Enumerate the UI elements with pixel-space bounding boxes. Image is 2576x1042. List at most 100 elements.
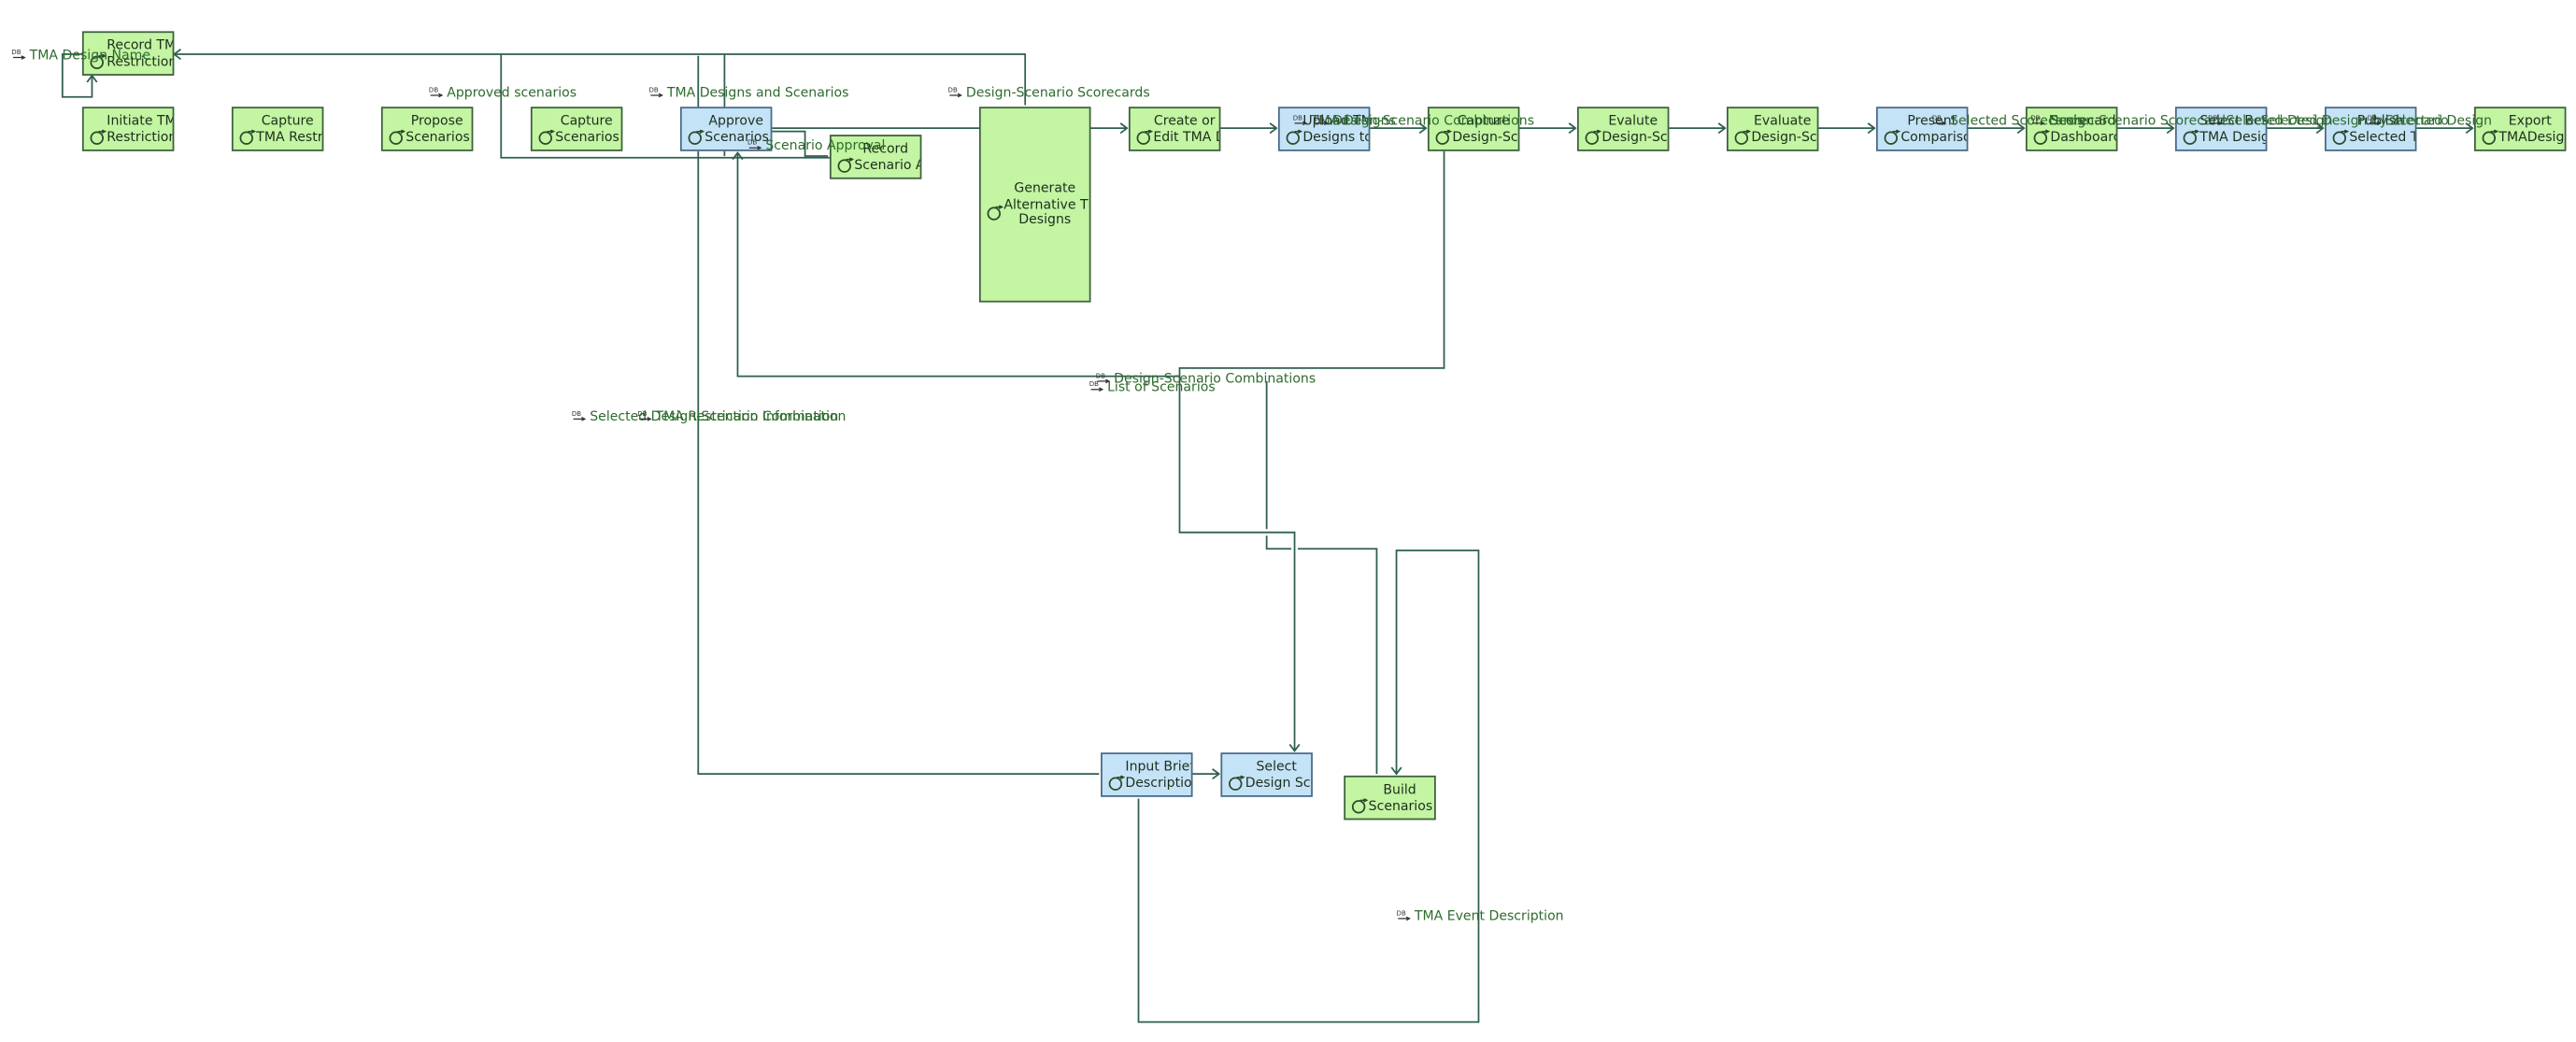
node-label-line: Record TMA <box>107 37 172 53</box>
data-flow-icon: DB <box>2208 113 2223 126</box>
node-label-line: Select Best <box>2199 113 2265 129</box>
data-flow-icon: DB <box>1293 113 1308 126</box>
node-label-line: Description... <box>1125 775 1191 790</box>
activity-glyph-icon <box>89 45 107 69</box>
node-label-line: Restriction ... <box>107 53 173 68</box>
evalute-design-scenario-node[interactable]: EvaluteDesign-Sce... <box>1576 107 1670 151</box>
flow-label-selected-design-by-scenario: Selected Design by Scenario <box>2260 113 2448 130</box>
node-label-line: Selected T... <box>2349 129 2414 144</box>
node-label-line: Design-Sce... <box>1601 129 1668 144</box>
node-label-line: Scenarios F... <box>1368 797 1434 813</box>
connector <box>1137 550 1480 1023</box>
svg-text:DB: DB <box>747 138 757 147</box>
flow-label-text: Selected Design <box>2226 113 2333 129</box>
activity-glyph-icon <box>1584 121 1602 145</box>
svg-text:DB: DB <box>2208 113 2217 121</box>
node-label-line: TMADesign... <box>2498 129 2565 144</box>
arrow-head <box>732 151 744 161</box>
arrow-head <box>1717 122 1727 135</box>
connector <box>772 130 829 157</box>
node-label-line: Record <box>862 141 909 157</box>
connector <box>174 53 1027 106</box>
initiate-tma-restriction-node[interactable]: Initiate TMARestriction ... <box>81 107 175 151</box>
node-label-line: Generate <box>1014 180 1076 196</box>
activity-glyph-icon <box>2481 121 2499 145</box>
flow-label-selected-design: DB Selected Design <box>2208 113 2332 130</box>
activity-glyph-icon <box>1350 790 1369 813</box>
node-label-line: Restriction ... <box>107 129 173 144</box>
activity-glyph-icon <box>1285 121 1303 145</box>
flow-label-text: TMA Event Description <box>1414 908 1564 924</box>
flow-label-tma-event-description: DB TMA Event Description <box>1397 908 1564 925</box>
present-comparison-node[interactable]: PresentCompariso... <box>1875 107 1969 151</box>
svg-text:DB: DB <box>1397 908 1406 917</box>
node-label-line: Propose <box>410 113 463 129</box>
activity-glyph-icon <box>2032 121 2051 145</box>
node-label-line: Design-Sce... <box>1751 129 1817 144</box>
data-flow-icon: DB <box>572 409 587 421</box>
node-label-line: Capture <box>1457 113 1510 129</box>
node-label-line: Present <box>1907 113 1957 129</box>
node-label-line: Scenarios <box>555 129 619 144</box>
data-flow-icon: DB <box>1096 371 1111 384</box>
node-label-line: Dashboard ... <box>2050 129 2116 144</box>
capture-design-scenario-node[interactable]: CaptureDesign-Sce... <box>1427 107 1520 151</box>
node-label-line: Evalute <box>1608 113 1658 129</box>
node-label-line: Edit TMA D... <box>1153 129 1218 144</box>
node-label-line: Design-Sce... <box>1452 129 1518 144</box>
data-flow-icon: DB <box>649 85 663 98</box>
arrow-head <box>2166 122 2175 135</box>
flow-label-text: Design-Scenario Combinations <box>1331 113 1535 129</box>
node-label-line: Scenarios <box>704 129 769 144</box>
activity-glyph-icon <box>986 196 1004 220</box>
input-brief-description-node[interactable]: Input BriefDescription... <box>1101 752 1193 797</box>
activity-glyph-icon <box>1107 766 1126 791</box>
svg-text:DB: DB <box>948 85 958 93</box>
evaluate-design-scenario-node[interactable]: EvaluateDesign-Sce... <box>1726 107 1819 151</box>
flow-label-text: Design-Scenario Combinations <box>1114 371 1316 387</box>
flow-label-text: TMA Restriction Information <box>655 408 839 424</box>
flow-label-text: TMA Designs <box>1311 113 1396 129</box>
arrow-head <box>1418 122 1428 135</box>
svg-text:DB: DB <box>11 48 21 56</box>
svg-text:DB: DB <box>2030 113 2040 121</box>
node-label-line: Publish <box>2356 113 2404 129</box>
node-label-line: TMA Restri... <box>256 129 321 144</box>
record-tma-restriction-node[interactable]: Record TMARestriction ... <box>81 31 175 76</box>
svg-text:DB: DB <box>572 409 581 418</box>
node-label-line: Capture <box>560 113 613 129</box>
flow-label-text: Design-Scenario Scorecards <box>965 85 1150 101</box>
data-flow-icon: DB <box>747 138 762 150</box>
export-tma-design-node[interactable]: ExportTMADesign... <box>2473 107 2567 151</box>
node-label-line: Upload TMA <box>1302 113 1368 129</box>
select-best-tma-design-node[interactable]: Select BestTMA Desig... <box>2174 107 2268 151</box>
svg-text:DB: DB <box>649 85 659 93</box>
activity-glyph-icon <box>1135 121 1154 145</box>
node-label-line: Create or <box>1153 113 1216 129</box>
connector <box>61 53 93 98</box>
node-label-line: Scenario A... <box>854 156 919 172</box>
connector <box>697 55 1100 776</box>
